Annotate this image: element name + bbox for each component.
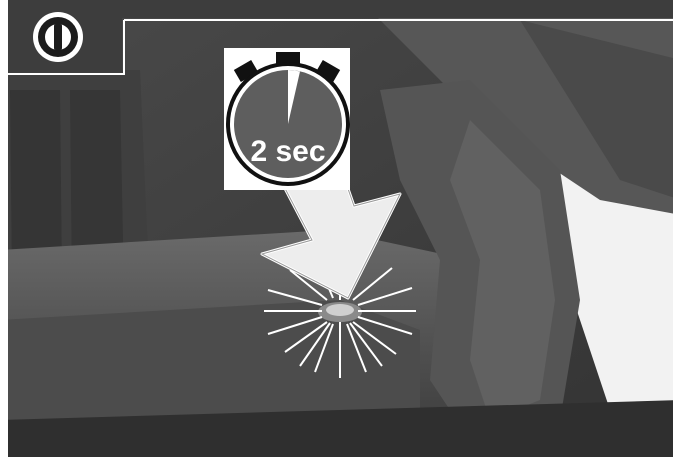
timer-duration-label: 2 sec (236, 134, 340, 170)
power-symbol-icon (33, 12, 83, 62)
